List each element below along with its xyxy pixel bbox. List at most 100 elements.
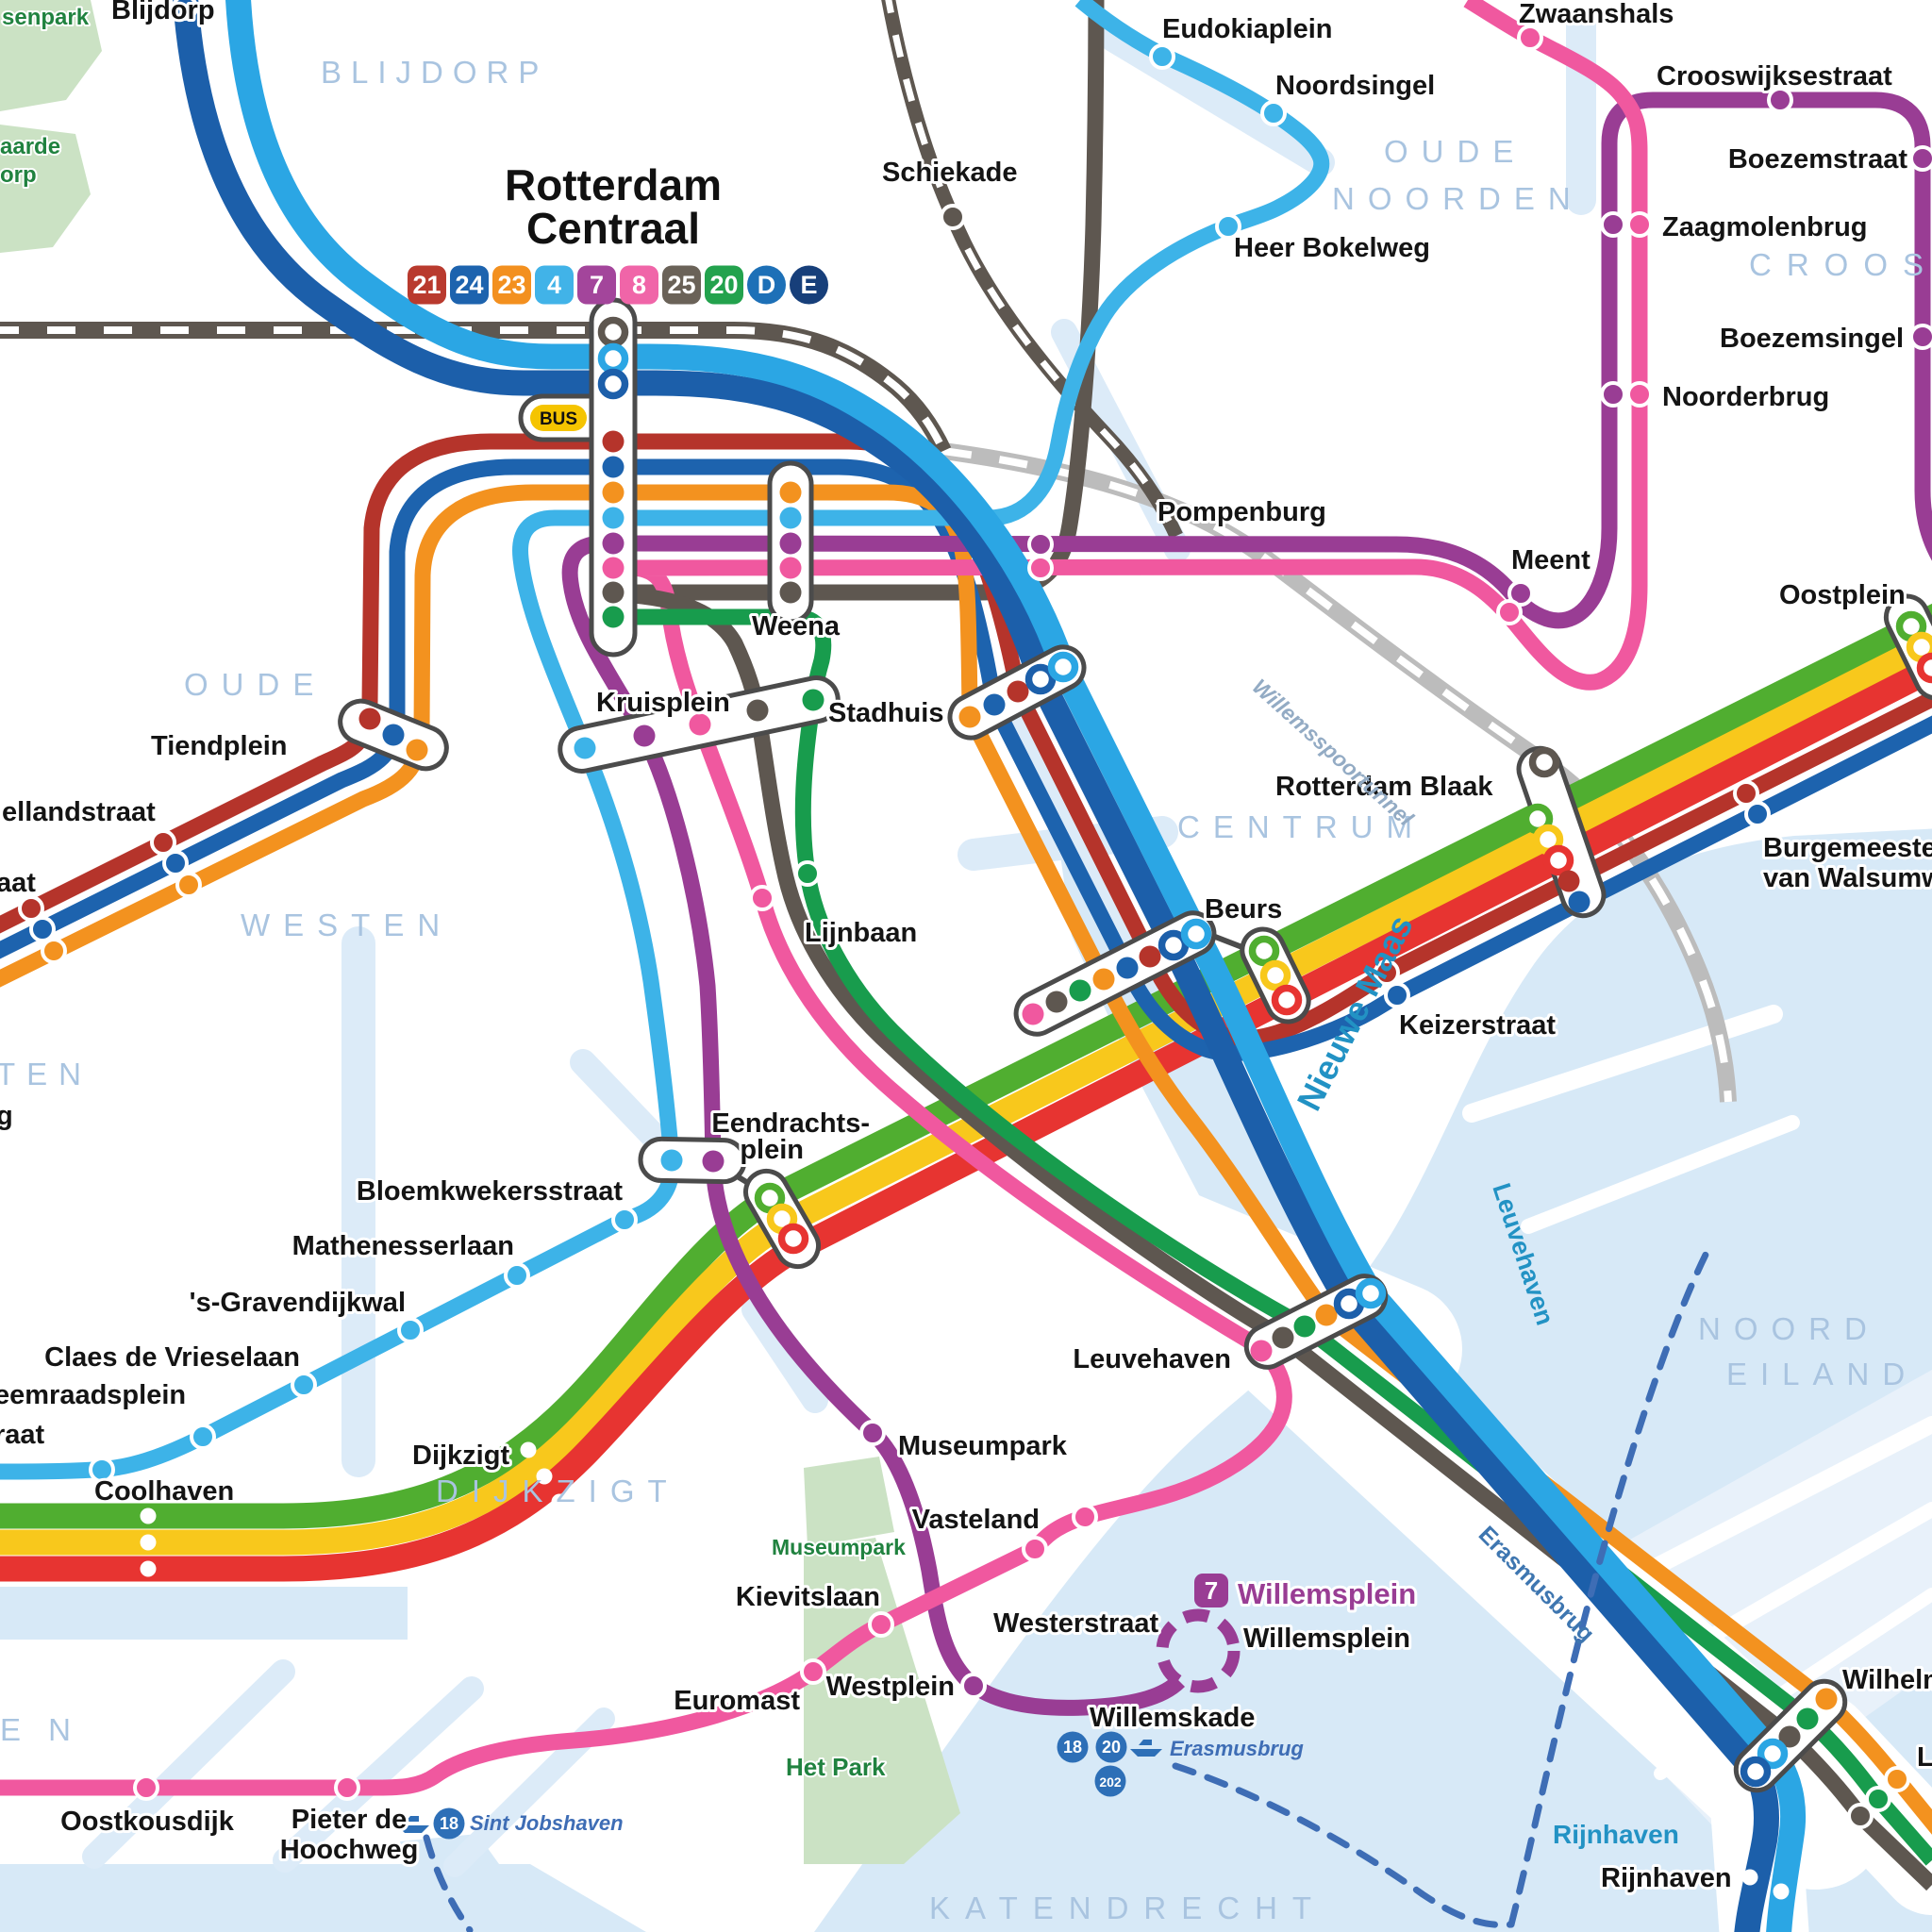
station-dot <box>958 706 981 728</box>
metro-station-dot <box>536 1468 553 1485</box>
line-rail-dark-dashes <box>0 326 947 453</box>
legend-badge-E <box>790 265 828 305</box>
station-label: eemraadsplein <box>0 1380 186 1410</box>
district-label: DIJKZIGT <box>436 1474 680 1508</box>
district-label: E N <box>0 1712 80 1747</box>
station-dot <box>1568 891 1591 913</box>
station-label: Rotterdam Blaak <box>1275 772 1493 802</box>
map-badge-label: 7 <box>1205 1576 1218 1605</box>
station-dot <box>602 430 625 453</box>
interchange-ring <box>1180 918 1212 950</box>
station-label: Bloemkwekersstraat <box>357 1176 623 1207</box>
station-dot <box>1517 25 1543 51</box>
ferry-route <box>1172 1762 1515 1928</box>
station-dot <box>1045 991 1068 1013</box>
station-dot <box>794 860 821 887</box>
station-label: Hoochweg <box>280 1835 419 1865</box>
station-label: Euromast <box>674 1686 800 1716</box>
station-dot <box>1744 801 1771 827</box>
station-label: Stadhuis <box>828 698 943 728</box>
land-street <box>570 1049 679 1162</box>
line-metro-C <box>0 654 1932 1582</box>
station-dot <box>1215 213 1241 240</box>
station-label: Boezemstraat <box>1728 144 1908 175</box>
station-dot <box>162 850 189 876</box>
interchange-ring <box>597 316 629 348</box>
interchange-ring <box>1757 1738 1789 1770</box>
station-dot <box>1092 968 1115 991</box>
terminus-label: Willemsplein <box>1238 1577 1416 1610</box>
interchange-ring <box>1248 935 1280 967</box>
district-label: OUDE <box>184 667 326 702</box>
station-dot <box>602 481 625 504</box>
station-label: Willemskade <box>1090 1703 1255 1733</box>
station-dot <box>1272 1326 1294 1349</box>
station-dot <box>1072 1504 1098 1530</box>
station-dot <box>1260 100 1287 126</box>
station-label: Vasteland <box>912 1505 1040 1535</box>
station-dot <box>1374 959 1400 986</box>
station-label: Mathenesserlaan <box>292 1231 514 1261</box>
station-dot <box>29 916 56 942</box>
interchange-ring <box>597 342 629 375</box>
station-dot <box>1778 1725 1801 1748</box>
map-badge-7 <box>1194 1574 1228 1607</box>
map-title: Rotterdam <box>505 160 722 209</box>
interchange-ring <box>1047 651 1079 683</box>
station-dot <box>172 0 198 21</box>
legend-badge-label: 8 <box>632 271 646 299</box>
park-label: aarde <box>0 134 60 159</box>
water-area <box>0 1587 408 1640</box>
interchange-eendrachtsplein <box>638 1136 747 1185</box>
interchange-ring <box>1542 844 1574 876</box>
station-dot <box>1496 599 1523 625</box>
station-dot <box>397 1317 424 1343</box>
station-dot <box>41 938 67 964</box>
station-dot <box>660 1149 683 1172</box>
district-label: OUDE <box>1384 134 1526 169</box>
station-label: Noorderbrug <box>1662 382 1829 412</box>
interchange-ring <box>1528 746 1560 778</box>
station-dot <box>1847 1803 1874 1829</box>
station-dot <box>602 606 625 628</box>
interchange-ring <box>1024 663 1057 695</box>
ferry-icon <box>1130 1740 1162 1757</box>
station-dot <box>960 1673 987 1699</box>
legend-badge-8 <box>620 265 658 305</box>
metro-station-dot <box>551 1493 568 1510</box>
legend-badge-4 <box>535 265 574 305</box>
legend-badge-23 <box>492 265 531 305</box>
station-dot <box>1507 580 1534 607</box>
ferry-route <box>423 1834 474 1932</box>
station-label: plein <box>740 1135 804 1165</box>
station-dot <box>702 1150 724 1173</box>
station-dot <box>746 699 769 722</box>
park-label: Het Park <box>786 1753 886 1781</box>
station-label: Zwaanshals <box>1519 0 1674 29</box>
station-dot <box>1865 1786 1891 1812</box>
station-dot <box>602 456 625 478</box>
ferry-badge-18 <box>433 1807 465 1840</box>
station-dot <box>802 689 824 711</box>
park-area <box>804 1538 960 1864</box>
station-dot <box>1733 780 1759 807</box>
metro-station-dot <box>140 1560 157 1577</box>
metro-station-dot <box>1741 1869 1758 1886</box>
station-label: Claes de Vrieselaan <box>44 1342 300 1373</box>
district-label: EILAND <box>1726 1357 1918 1391</box>
station-label: Eendrachts- <box>711 1108 870 1139</box>
park-label: orp <box>0 162 37 188</box>
district-label: BLIJDORP <box>321 55 548 90</box>
station-dot <box>689 713 711 736</box>
land-street <box>82 1659 295 1869</box>
station-label: Beurs <box>1205 894 1282 924</box>
station-label: aat <box>0 868 36 898</box>
station-dot <box>291 1372 317 1398</box>
station-dot <box>1022 1536 1048 1562</box>
station-label: Schiekade <box>882 158 1017 188</box>
line-rail-branch-dashes <box>885 0 1180 538</box>
station-dot <box>18 895 44 922</box>
legend-badge-7 <box>577 265 616 305</box>
